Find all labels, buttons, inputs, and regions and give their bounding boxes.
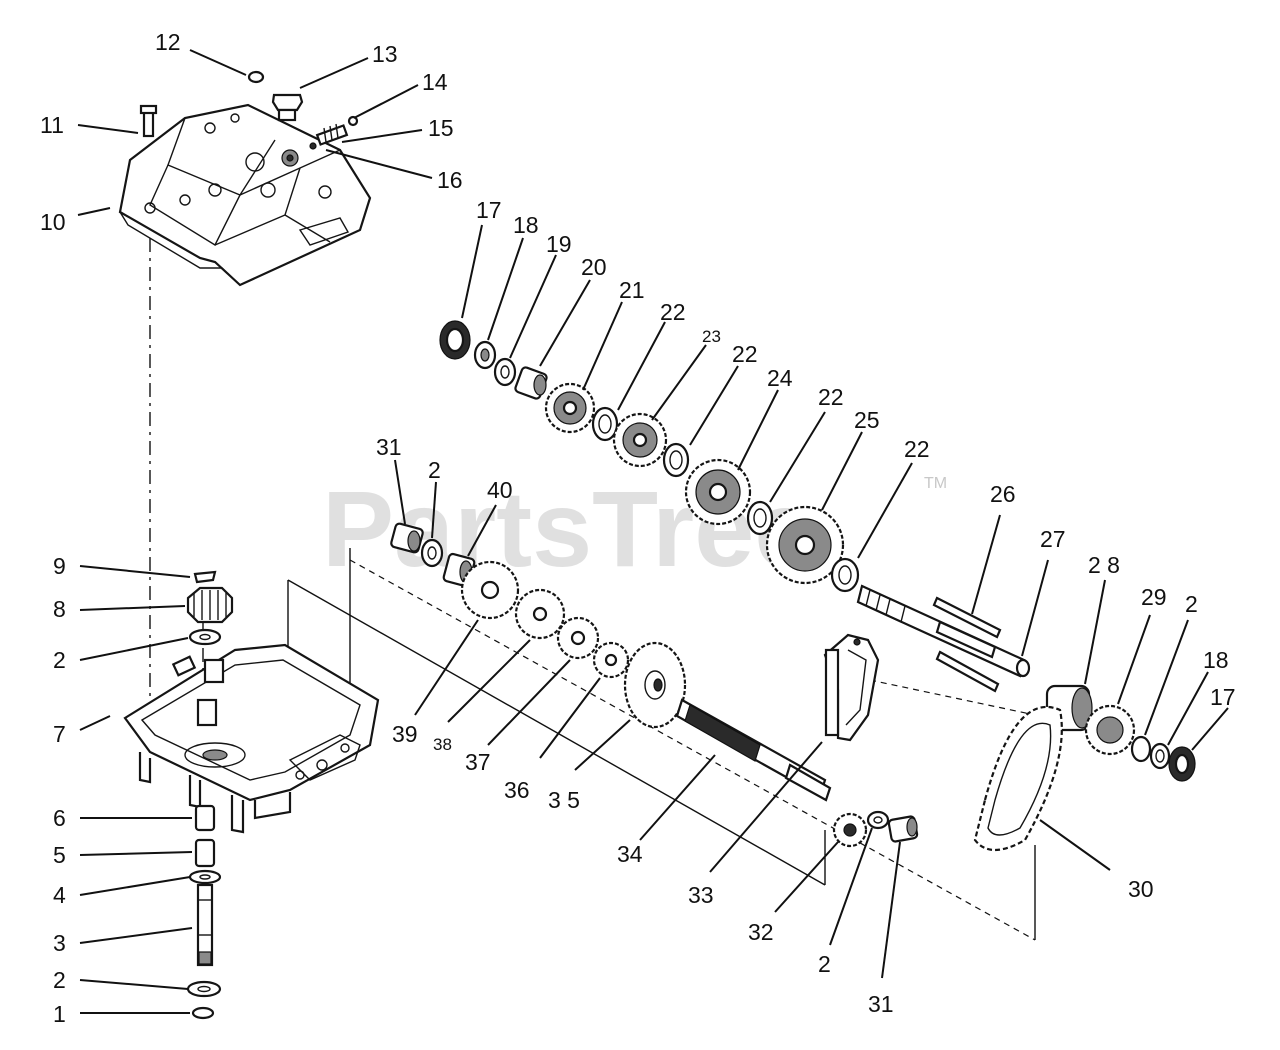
upper-shaft xyxy=(856,584,1031,693)
callout-label: 2 xyxy=(53,647,66,673)
callout-label: 31 xyxy=(376,434,402,460)
callout-label: 25 xyxy=(854,407,880,433)
drive-chain xyxy=(973,705,1063,852)
callout-label: 40 xyxy=(487,477,513,503)
callout-label: 21 xyxy=(619,277,645,303)
callout-label: 27 xyxy=(1040,526,1066,552)
output-end-parts xyxy=(1045,684,1196,782)
callout-label: 2 xyxy=(818,951,831,977)
bevel-pinion-stack xyxy=(186,570,234,646)
lower-shaft xyxy=(675,698,832,802)
callout-label: 10 xyxy=(40,209,66,235)
callout-label: 1 xyxy=(53,1001,66,1027)
callout-label: 2 xyxy=(53,967,66,993)
callout-label: 24 xyxy=(767,365,793,391)
watermark-trademark: TM xyxy=(924,475,947,492)
lower-gear-train xyxy=(390,522,687,729)
callout-label: 17 xyxy=(1210,684,1236,710)
callout-label: 2 8 xyxy=(1088,552,1120,578)
callout-label: 4 xyxy=(53,882,66,908)
cover-fasteners xyxy=(139,70,359,150)
callout-label: 36 xyxy=(504,777,530,803)
callout-label: 23 xyxy=(702,327,721,346)
callout-label: 20 xyxy=(581,254,607,280)
callout-label: 38 xyxy=(433,735,452,754)
upper-gear-train xyxy=(439,320,860,593)
callout-label: 7 xyxy=(53,721,66,747)
callout-label: 9 xyxy=(53,553,66,579)
callout-label: 5 xyxy=(53,842,66,868)
callout-label: 14 xyxy=(422,69,448,95)
input-shaft-stack xyxy=(186,804,222,1020)
callout-labels: 1 2 3 4 5 6 7 2 8 9 10 11 12 13 14 15 16… xyxy=(40,29,1236,1027)
callout-label: 32 xyxy=(748,919,774,945)
callout-label: 34 xyxy=(617,841,643,867)
callout-label: 13 xyxy=(372,41,398,67)
callout-label: 37 xyxy=(465,749,491,775)
callout-label: 22 xyxy=(660,299,686,325)
housing-cover xyxy=(118,103,372,287)
callout-label: 18 xyxy=(1203,647,1229,673)
callout-label: 3 xyxy=(53,930,66,956)
callout-label: 29 xyxy=(1141,584,1167,610)
callout-label: 16 xyxy=(437,167,463,193)
callout-label: 11 xyxy=(40,112,64,138)
callout-label: 18 xyxy=(513,212,539,238)
callout-label: 12 xyxy=(155,29,181,55)
shift-fork xyxy=(823,633,880,742)
lower-end-parts xyxy=(832,810,919,848)
callout-label: 22 xyxy=(818,384,844,410)
leader-lines xyxy=(77,49,1229,1014)
callout-label: 33 xyxy=(688,882,714,908)
callout-label: 6 xyxy=(53,805,66,831)
callout-label: 26 xyxy=(990,481,1016,507)
callout-label: 39 xyxy=(392,721,418,747)
callout-label: 22 xyxy=(904,436,930,462)
housing-base xyxy=(123,643,380,834)
callout-label: 15 xyxy=(428,115,454,141)
callout-label: 31 xyxy=(868,991,894,1017)
callout-label: 3 5 xyxy=(548,787,580,813)
callout-label: 17 xyxy=(476,197,502,223)
callout-label: 30 xyxy=(1128,876,1154,902)
callout-label: 8 xyxy=(53,596,66,622)
callout-label: 2 xyxy=(428,457,441,483)
callout-label: 22 xyxy=(732,341,758,367)
callout-label: 2 xyxy=(1185,591,1198,617)
callout-label: 19 xyxy=(546,231,572,257)
